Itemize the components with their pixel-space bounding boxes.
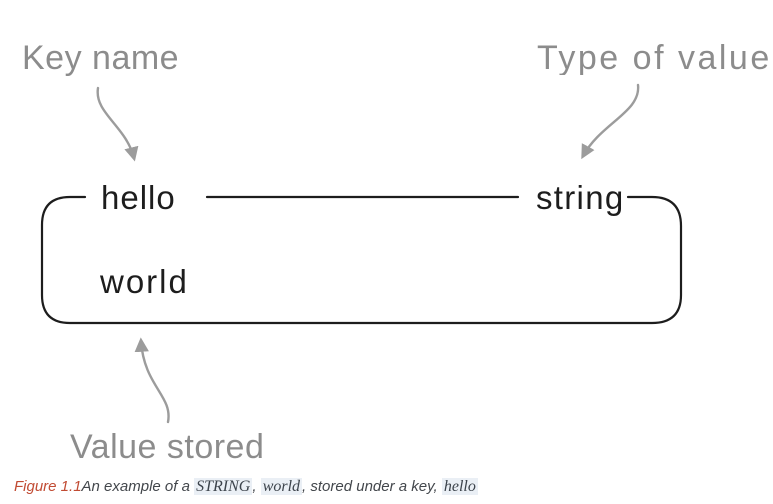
caption-code-string: STRING [194,478,253,495]
value-text: world [100,263,189,300]
caption-code-hello: hello [441,478,478,495]
type-text: string [536,179,625,216]
caption-separator: , [252,478,261,495]
caption-text-1: An example of a [81,478,195,495]
value-box-outline [40,195,683,325]
key-name-arrow [96,86,139,162]
caption-text-2: , stored under a key, [302,478,442,495]
figure-number: Figure 1.1 [14,478,82,495]
type-of-value-label: Type of value [537,41,772,75]
caption-code-world: world [260,478,303,495]
value-stored-label: Value stored [70,428,265,466]
key-text: hello [101,179,176,216]
figure-caption: Figure 1.1An example of a STRING, world,… [14,477,478,497]
key-name-label: Key name [22,39,180,77]
type-of-value-arrow [581,83,640,160]
value-stored-arrow [134,337,170,424]
